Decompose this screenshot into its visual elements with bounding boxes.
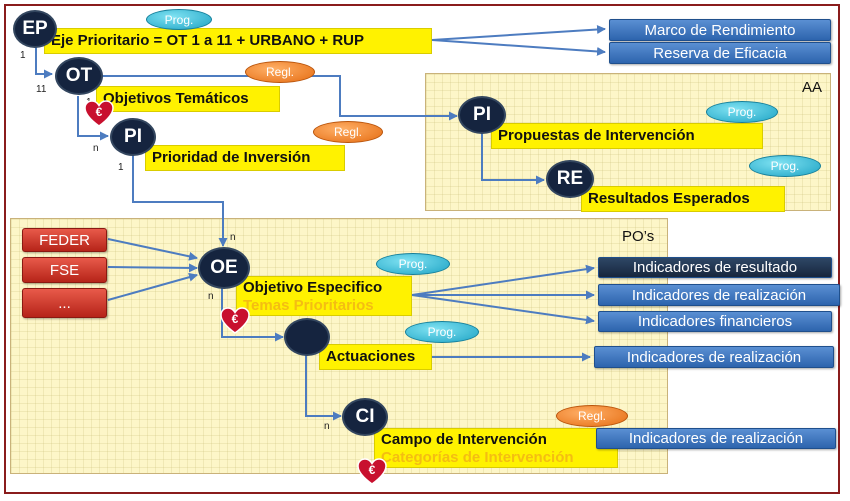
line-pi-oe [132, 155, 228, 247]
propuestas-box: Propuestas de Intervención [491, 123, 763, 149]
euro-heart-label: € [369, 463, 376, 477]
reserva-eficacia-box: Reserva de Eficacia [609, 42, 831, 64]
node-oe: OE [198, 247, 250, 289]
aa-panel-label: AA [802, 79, 823, 96]
marco-rendimiento-box: Marco de Rendimiento [609, 19, 831, 41]
regl-ot-pill: Regl. [245, 61, 315, 83]
actuaciones-box: Actuaciones [319, 344, 432, 370]
line-act-ci [305, 352, 342, 421]
euro-heart-label: € [232, 312, 239, 326]
pos-panel-label: PO’s [622, 228, 655, 245]
line-oe-act [221, 288, 284, 342]
node-actuaciones [284, 318, 330, 356]
prog-re-pill: Prog. [749, 155, 821, 177]
campo-intervencion-box: Campo de Intervención Categorías de Inte… [374, 428, 618, 468]
eje-prioritario-box: Eje Prioritario = OT 1 a 11 + URBANO + R… [44, 28, 432, 54]
card-pi-n: n [93, 143, 99, 154]
euro-heart-icon: € [220, 307, 250, 334]
indicadores-resultado-box: Indicadores de resultado [598, 257, 832, 278]
line-eje-reserva [431, 39, 606, 56]
fse-box: FSE [22, 257, 107, 283]
line-ot-pi-aa [100, 75, 458, 121]
prioridad-inversion-box: Prioridad de Inversión [145, 145, 345, 171]
card-oe-n-bottom: n [208, 291, 214, 302]
regl-ci-pill: Regl. [556, 405, 628, 427]
indicadores-realizacion-ci-box: Indicadores de realización [596, 428, 836, 449]
card-ot-11: 11 [36, 84, 47, 95]
categorias-intervencion-label: Categorías de Intervención [381, 449, 574, 466]
indicadores-realizacion-act-box: Indicadores de realización [594, 346, 834, 368]
prog-oe-pill: Prog. [376, 253, 450, 275]
line-eje-marco [431, 25, 606, 41]
euro-heart-icon: € [357, 458, 387, 485]
feder-box: FEDER [22, 228, 107, 252]
card-pi-1: 1 [118, 162, 124, 173]
line-feder-oe [107, 238, 198, 261]
line-oe-ind-financieros [411, 294, 595, 325]
node-ep: EP [13, 10, 57, 48]
objetivo-especifico-label: Objetivo Especifico [243, 279, 383, 296]
prog-act-pill: Prog. [405, 321, 479, 343]
line-pi-re [481, 132, 545, 185]
euro-heart-icon: € [84, 100, 114, 127]
prog-pi-aa-pill: Prog. [706, 101, 778, 123]
indicadores-financieros-box: Indicadores financieros [598, 311, 832, 332]
regl-pi-pill: Regl. [313, 121, 383, 143]
objetivos-tematicos-box: Objetivos Temáticos [96, 86, 280, 112]
objetivo-especifico-box: Objetivo Especifico Temas Prioritarios [236, 276, 412, 316]
line-oe-ind-resultado [411, 264, 595, 296]
temas-prioritarios-label: Temas Prioritarios [243, 297, 374, 314]
node-pi-aa: PI [458, 96, 506, 134]
campo-intervencion-label: Campo de Intervención [381, 431, 547, 448]
indicadores-realizacion-oe-box: Indicadores de realización [598, 284, 840, 306]
line-ot-pi [77, 96, 109, 141]
other-fund-box: ... [22, 288, 107, 318]
card-ep-1: 1 [20, 50, 26, 61]
card-oe-n-top: n [230, 232, 236, 243]
node-ot: OT [55, 57, 103, 95]
euro-heart-label: € [96, 105, 103, 119]
node-ci: CI [342, 398, 388, 436]
node-pi-left: PI [110, 118, 156, 156]
card-ci-n: n [324, 421, 330, 432]
prog-ep-pill: Prog. [146, 9, 212, 30]
line-fse-oe [107, 263, 198, 273]
resultados-box: Resultados Esperados [581, 186, 785, 212]
node-re: RE [546, 160, 594, 198]
line-ep-ot [35, 45, 53, 79]
line-other-oe [107, 272, 198, 301]
